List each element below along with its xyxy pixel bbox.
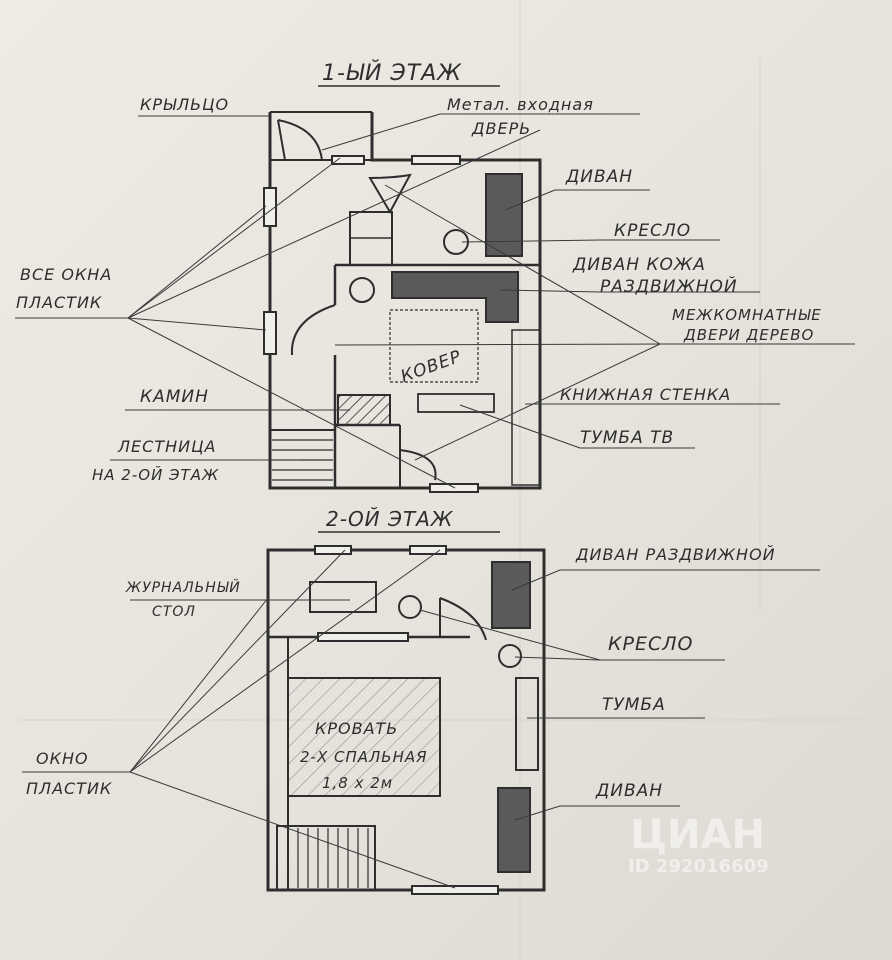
label-bed-line3: 1,8 x 2м xyxy=(322,774,393,792)
floor2-stairs xyxy=(287,828,369,888)
leather-sofa-shape xyxy=(391,271,519,323)
label-sofa-2: ДИВАН xyxy=(595,781,663,801)
floor1-leader-lines xyxy=(15,113,855,489)
label-bookcase: КНИЖНАЯ СТЕНКА xyxy=(560,385,731,404)
folding-sofa-shape xyxy=(491,561,531,629)
coffee-table-shape xyxy=(309,581,377,613)
label-windows-line1: ВСЕ ОКНА xyxy=(20,265,112,284)
label-stairs-line1: ЛЕСТНИЦА xyxy=(117,437,216,456)
floor2-windows xyxy=(314,545,499,895)
label-windows-line2: ПЛАСТИК xyxy=(16,293,102,312)
label-sofa-leather-line2: РАЗДВИЖНОЙ xyxy=(600,275,738,297)
floor1-title: 1-ЫЙ ЭТАЖ xyxy=(322,60,462,86)
label-sofa-folding: ДИВАН РАЗДВИЖНОЙ xyxy=(575,545,776,564)
label-bed-line1: КРОВАТЬ xyxy=(315,719,398,738)
label-door-line2: ДВЕРЬ xyxy=(471,119,531,138)
armchair-3-shape xyxy=(398,595,422,619)
label-sofa-leather-line1: ДИВАН КОЖА xyxy=(572,255,706,275)
floor2-doors xyxy=(439,597,487,641)
label-stairs-line2: НА 2-ОЙ ЭТАЖ xyxy=(92,465,219,484)
armchair-2-shape xyxy=(349,277,375,303)
sofa-2-shape xyxy=(497,787,531,873)
floor2-furniture xyxy=(287,561,539,873)
floor1-windows xyxy=(263,155,479,493)
label-interior-doors-line2: ДВЕРИ ДЕРЕВО xyxy=(683,326,814,344)
watermark-id: ID 292016609 xyxy=(628,856,769,877)
floor2-labels: 2-ОЙ ЭТАЖ ЖУРНАЛЬНЫЙ СТОЛ ДИВАН РАЗДВИЖН… xyxy=(26,507,776,801)
label-coffee-table-line2: СТОЛ xyxy=(152,604,196,620)
bed-shape xyxy=(287,677,441,797)
label-tv-stand: ТУМБА ТВ xyxy=(580,428,674,448)
floor1-stairs xyxy=(272,439,333,481)
label-porch: КРЫЛЬЦО xyxy=(140,95,229,114)
label-coffee-table-line1: ЖУРНАЛЬНЫЙ xyxy=(125,578,241,596)
watermark: ЦИАН ID 292016609 xyxy=(628,812,769,877)
label-windows2-line2: ПЛАСТИК xyxy=(26,779,112,798)
sofa-1-shape xyxy=(485,173,523,257)
armchair-4-shape xyxy=(498,644,522,668)
floor1-doors xyxy=(277,119,437,488)
floor2-leader-lines xyxy=(22,549,820,889)
label-windows2-line1: ОКНО xyxy=(36,749,89,768)
label-interior-doors-line1: МЕЖКОМНАТНЫЕ xyxy=(672,306,822,324)
label-door-line1: Метал. входная xyxy=(447,95,594,114)
label-bed-line2: 2-Х СПАЛЬНАЯ xyxy=(300,748,428,766)
tv-stand-shape xyxy=(417,393,495,413)
label-nightstand: ТУМБА xyxy=(602,695,666,715)
label-fireplace: КАМИН xyxy=(140,387,209,407)
label-carpet: КОВЕР xyxy=(398,347,464,387)
floor2-title: 2-ОЙ ЭТАЖ xyxy=(326,507,454,531)
watermark-brand: ЦИАН xyxy=(630,812,765,858)
label-armchair-1: КРЕСЛО xyxy=(614,221,691,241)
floor1-labels: 1-ЫЙ ЭТАЖ КРЫЛЬЦО Метал. входная ДВЕРЬ Д… xyxy=(16,60,822,484)
label-sofa-1: ДИВАН xyxy=(565,167,633,187)
nightstand-shape xyxy=(515,677,539,771)
label-armchair-2: КРЕСЛО xyxy=(608,633,693,655)
